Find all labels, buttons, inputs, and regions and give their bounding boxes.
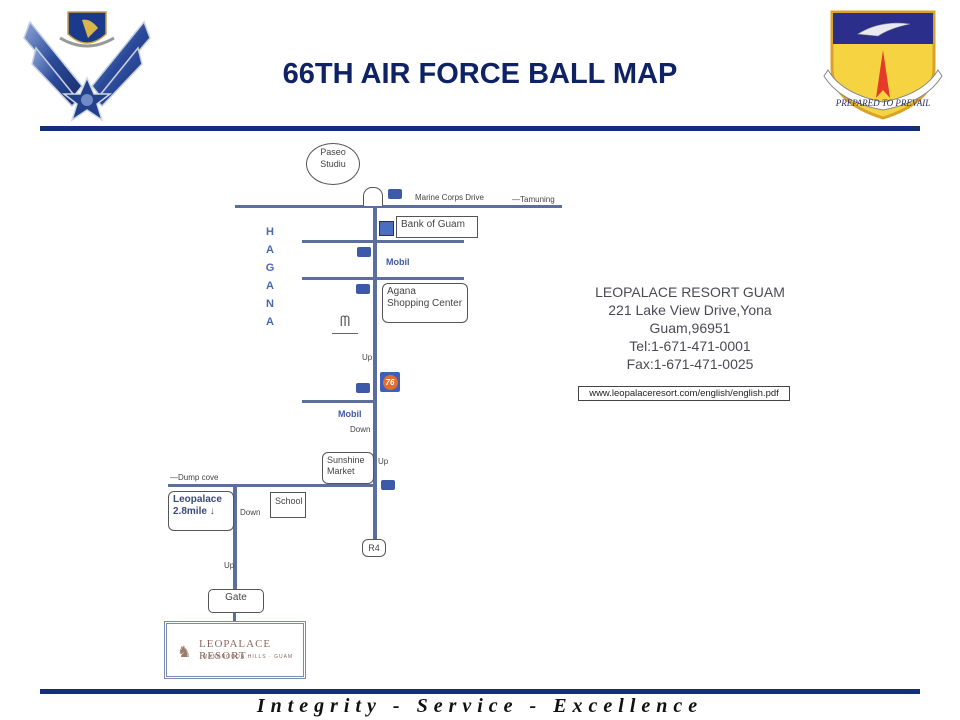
hagana-letter: A — [266, 316, 274, 328]
road-cross-2 — [302, 277, 464, 280]
up-label-2: Up — [378, 457, 389, 466]
36th-wing-logo: PREPARED TO PREVAIL — [823, 10, 943, 120]
road-to-resort — [233, 484, 237, 589]
bank-of-guam-box: Bank of Guam — [396, 216, 478, 238]
shopping-center-label: Shopping Center — [387, 298, 463, 309]
resort-name: LEOPALACE RESORT GUAM — [595, 284, 785, 300]
map-area: Paseo Studiu Marine Corps Drive —Tamunin… — [150, 135, 810, 685]
resort-city: Guam,96951 — [649, 320, 731, 336]
r4-box: R4 — [362, 539, 386, 557]
road-main-vertical — [373, 205, 377, 540]
horse-icon: ♞ — [177, 644, 192, 661]
mcdonalds-icon: ᗰ — [332, 315, 358, 339]
bank-icon — [379, 221, 394, 236]
resort-logo-name: LEOPALACE RESORT — [199, 638, 272, 662]
sunshine-market-box: Sunshine Market — [322, 452, 374, 484]
paseo-studiu-oval: Paseo Studiu — [306, 143, 360, 185]
traffic-light-icon — [357, 247, 371, 257]
station-76-label: 76 — [382, 374, 398, 390]
hagana-letter: H — [266, 226, 274, 238]
resort-logo-sub: MANENGGON HILLS · GUAM — [203, 654, 294, 660]
resort-fax: Fax:1-671-471-0025 — [626, 356, 754, 372]
leopalace-resort-logo: ♞ LEOPALACE RESORT MANENGGON HILLS · GUA… — [164, 621, 306, 679]
resort-tel: Tel:1-671-471-0001 — [629, 338, 751, 354]
school-box: School — [270, 492, 306, 518]
traffic-light-icon — [356, 383, 370, 393]
sunshine-label: Sunshine — [327, 455, 365, 465]
leopalace-label: Leopalace — [173, 494, 222, 505]
hagana-letter: A — [266, 244, 274, 256]
arrow-down-icon: ↓ — [209, 506, 215, 517]
traffic-light-icon — [388, 189, 402, 199]
footer-divider — [40, 689, 920, 694]
gate-box: Gate — [208, 589, 264, 613]
header-divider — [40, 126, 920, 131]
hagana-letter: G — [265, 262, 275, 274]
pacific-air-forces-logo — [23, 11, 151, 122]
resort-address: 221 Lake View Drive,Yona — [608, 302, 772, 318]
road-dump-cove — [168, 484, 377, 487]
leopalace-distance-box: Leopalace 2.8mile ↓ — [168, 491, 234, 531]
traffic-light-icon — [356, 284, 370, 294]
hagana-letter: N — [266, 298, 274, 310]
traffic-light-icon — [381, 480, 395, 490]
station-76-icon: 76 — [380, 372, 400, 392]
road-cross-3 — [302, 400, 377, 403]
resort-url[interactable]: www.leopalaceresort.com/english/english.… — [578, 386, 790, 401]
hagana-label: H A G A N A — [264, 223, 276, 331]
agana-shopping-center-box: Agana Shopping Center — [382, 283, 468, 323]
down-label-1: Down — [350, 425, 371, 434]
dome-icon — [363, 187, 383, 206]
road-marine-corps-drive — [235, 205, 562, 208]
right-logo-motto: PREPARED TO PREVAIL — [835, 98, 931, 108]
mobil-label-1: Mobil — [386, 257, 410, 267]
road-cross-1 — [302, 240, 464, 243]
hagana-letter: A — [266, 280, 274, 292]
market-label: Market — [327, 466, 355, 476]
mobil-label-2: Mobil — [338, 409, 362, 419]
dump-cove-label: —Dump cove — [170, 473, 219, 482]
tamuning-label: —Tamuning — [512, 195, 555, 204]
agana-label: Agana — [387, 286, 416, 297]
resort-info: LEOPALACE RESORT GUAM 221 Lake View Driv… — [575, 283, 805, 373]
down-label-2: Down — [240, 508, 261, 517]
marine-corps-drive-label: Marine Corps Drive — [415, 193, 484, 202]
footer-motto: Integrity - Service - Excellence — [256, 695, 704, 717]
up-label-1: Up — [362, 353, 373, 362]
page-title: 66TH AIR FORCE BALL MAP — [282, 58, 678, 90]
distance-label: 2.8mile — [173, 506, 207, 517]
up-label-3: Up — [224, 561, 235, 570]
distance-row: 2.8mile ↓ — [173, 506, 229, 518]
road-gate-link — [233, 613, 236, 625]
